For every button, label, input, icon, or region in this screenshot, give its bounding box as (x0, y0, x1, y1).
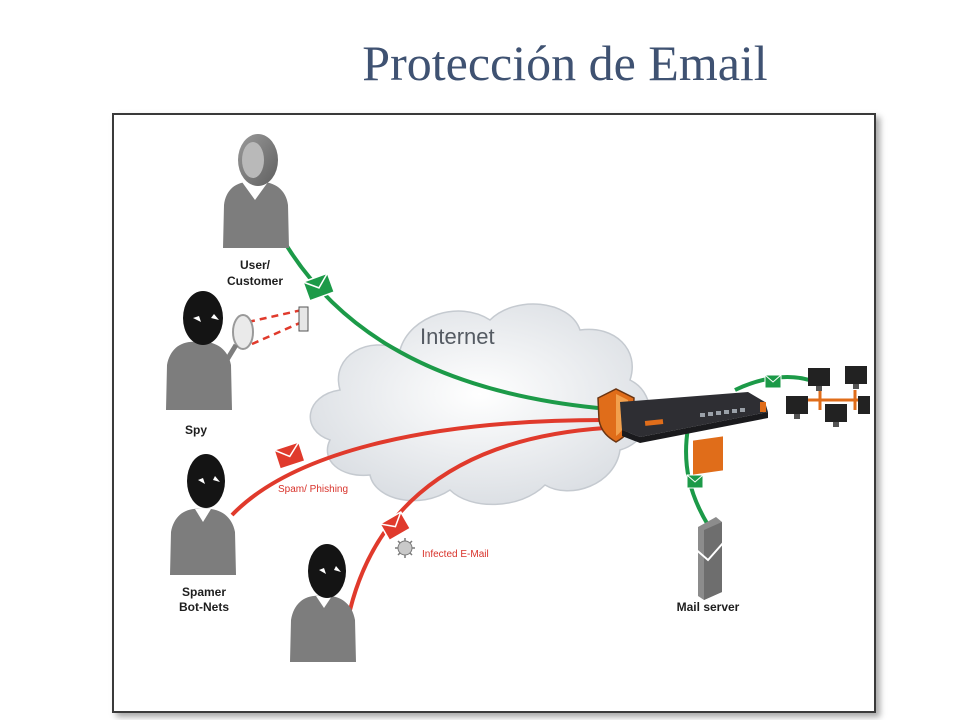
spam-path (230, 418, 605, 517)
user-customer-figure (223, 134, 289, 248)
attacker-figure (290, 544, 356, 662)
cloud-label: Internet (420, 324, 495, 349)
spam-envelope-icon (273, 441, 306, 470)
virus-icon (395, 538, 415, 558)
mailserver-envelope-icon (686, 474, 704, 489)
spy-figure (166, 291, 254, 410)
monitor-icon (786, 366, 870, 422)
internet-cloud: Internet (309, 303, 651, 506)
user-label-line2: Customer (227, 274, 283, 288)
legit-envelope-icon (302, 272, 336, 302)
workstations-network (786, 366, 870, 427)
infected-envelope-icon (378, 510, 412, 542)
mail-server-icon (692, 436, 724, 600)
intercept-tap-icon (298, 306, 309, 332)
spam-phishing-label: Spam/ Phishing (278, 484, 348, 495)
spamer-label-line1: Spamer (182, 585, 226, 599)
infected-path (348, 426, 606, 611)
email-security-appliance (620, 392, 768, 443)
legit-email-path (280, 236, 599, 410)
spamer-label-line2: Bot-Nets (179, 600, 229, 614)
slide-title: Protección de Email (362, 35, 768, 91)
spy-intercept-lines (247, 308, 303, 346)
infected-email-label: Infected E-Mail (422, 549, 489, 560)
spy-label: Spy (185, 423, 207, 437)
workstation-envelope-icon (764, 374, 782, 389)
user-label-line1: User/ (240, 258, 271, 272)
mail-server-label: Mail server (677, 600, 740, 614)
spamer-figure (170, 454, 236, 575)
